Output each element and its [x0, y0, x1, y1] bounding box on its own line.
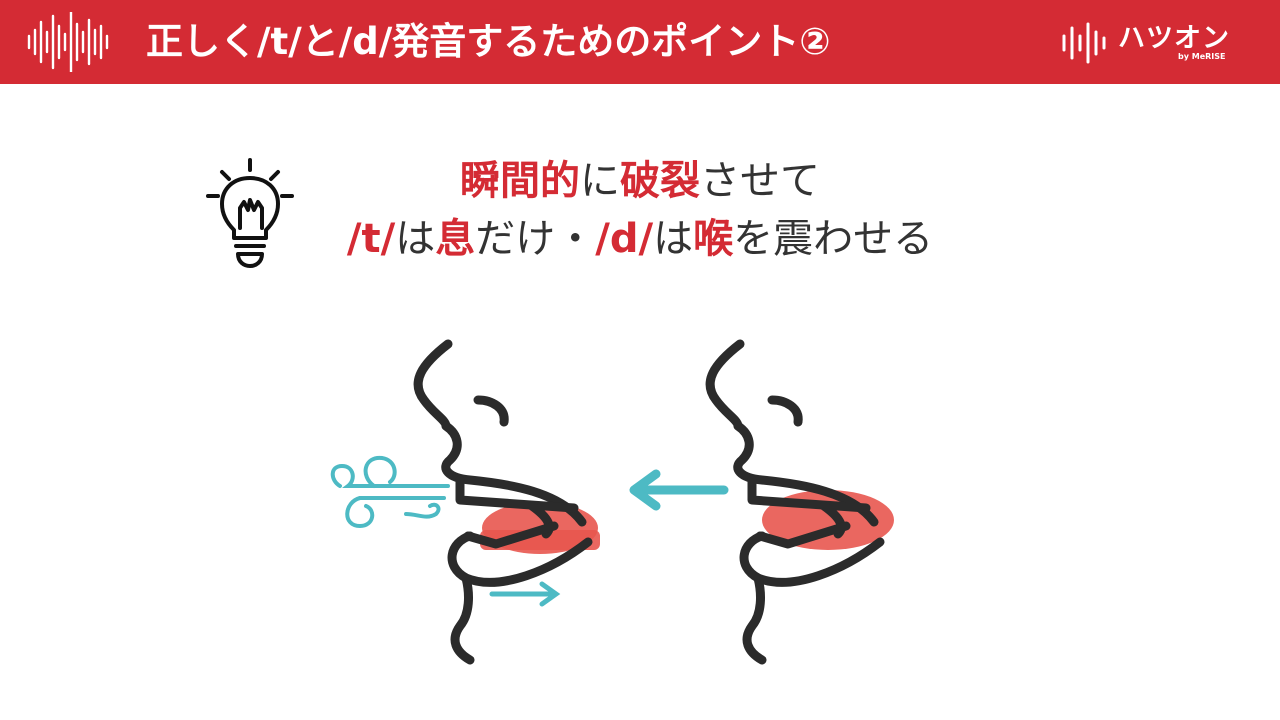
nostril	[767, 395, 803, 427]
tip-segment: 瞬間的	[460, 158, 580, 204]
face-d	[705, 339, 894, 665]
tip-text: 瞬間的に破裂させて /t/は息だけ・/d/は喉を震わせる	[270, 152, 1010, 268]
brand-mark-icon	[1062, 22, 1106, 64]
face-t	[330, 339, 600, 665]
nostril	[473, 395, 509, 427]
tip-segment: 喉	[693, 216, 734, 262]
sound-wave-icon	[27, 12, 109, 72]
tip-line-2: /t/は息だけ・/d/は喉を震わせる	[270, 210, 1010, 268]
tip-segment: は	[653, 216, 694, 262]
brand-name: ハツオン	[1118, 23, 1230, 54]
tip-segment: させて	[700, 158, 820, 204]
chin	[742, 573, 767, 665]
arrow-left-icon	[629, 469, 729, 511]
tip-segment: だけ・	[475, 216, 596, 262]
header-bar: 正しく/t/と/d/発音するためのポイント② ハツオン by MeRISE	[0, 0, 1280, 84]
brand-logo: ハツオン by MeRISE	[1060, 14, 1230, 70]
tip-segment: 破裂	[620, 158, 700, 204]
tip-line-1: 瞬間的に破裂させて	[270, 152, 1010, 210]
page-title: 正しく/t/と/d/発音するためのポイント②	[146, 20, 831, 63]
upper-lip	[441, 421, 587, 527]
tip-segment: 息	[435, 216, 476, 262]
arrow-right-icon	[489, 581, 561, 607]
nose-outline	[413, 339, 453, 431]
nose-outline	[705, 339, 745, 431]
tip-segment: は	[395, 216, 436, 262]
mouth-illustration	[330, 339, 894, 665]
upper-lip	[733, 421, 879, 527]
lightbulb-icon	[206, 158, 294, 268]
chin	[450, 573, 475, 665]
wind-icon	[330, 455, 450, 529]
tip-segment: /t/	[346, 216, 396, 262]
tip-segment: /d/	[595, 216, 654, 262]
tip-segment: に	[580, 158, 620, 204]
brand-subtitle: by MeRISE	[1178, 52, 1226, 61]
lower-lip	[463, 521, 559, 549]
tip-segment: を震わせる	[733, 216, 934, 262]
lower-lip	[755, 521, 851, 549]
